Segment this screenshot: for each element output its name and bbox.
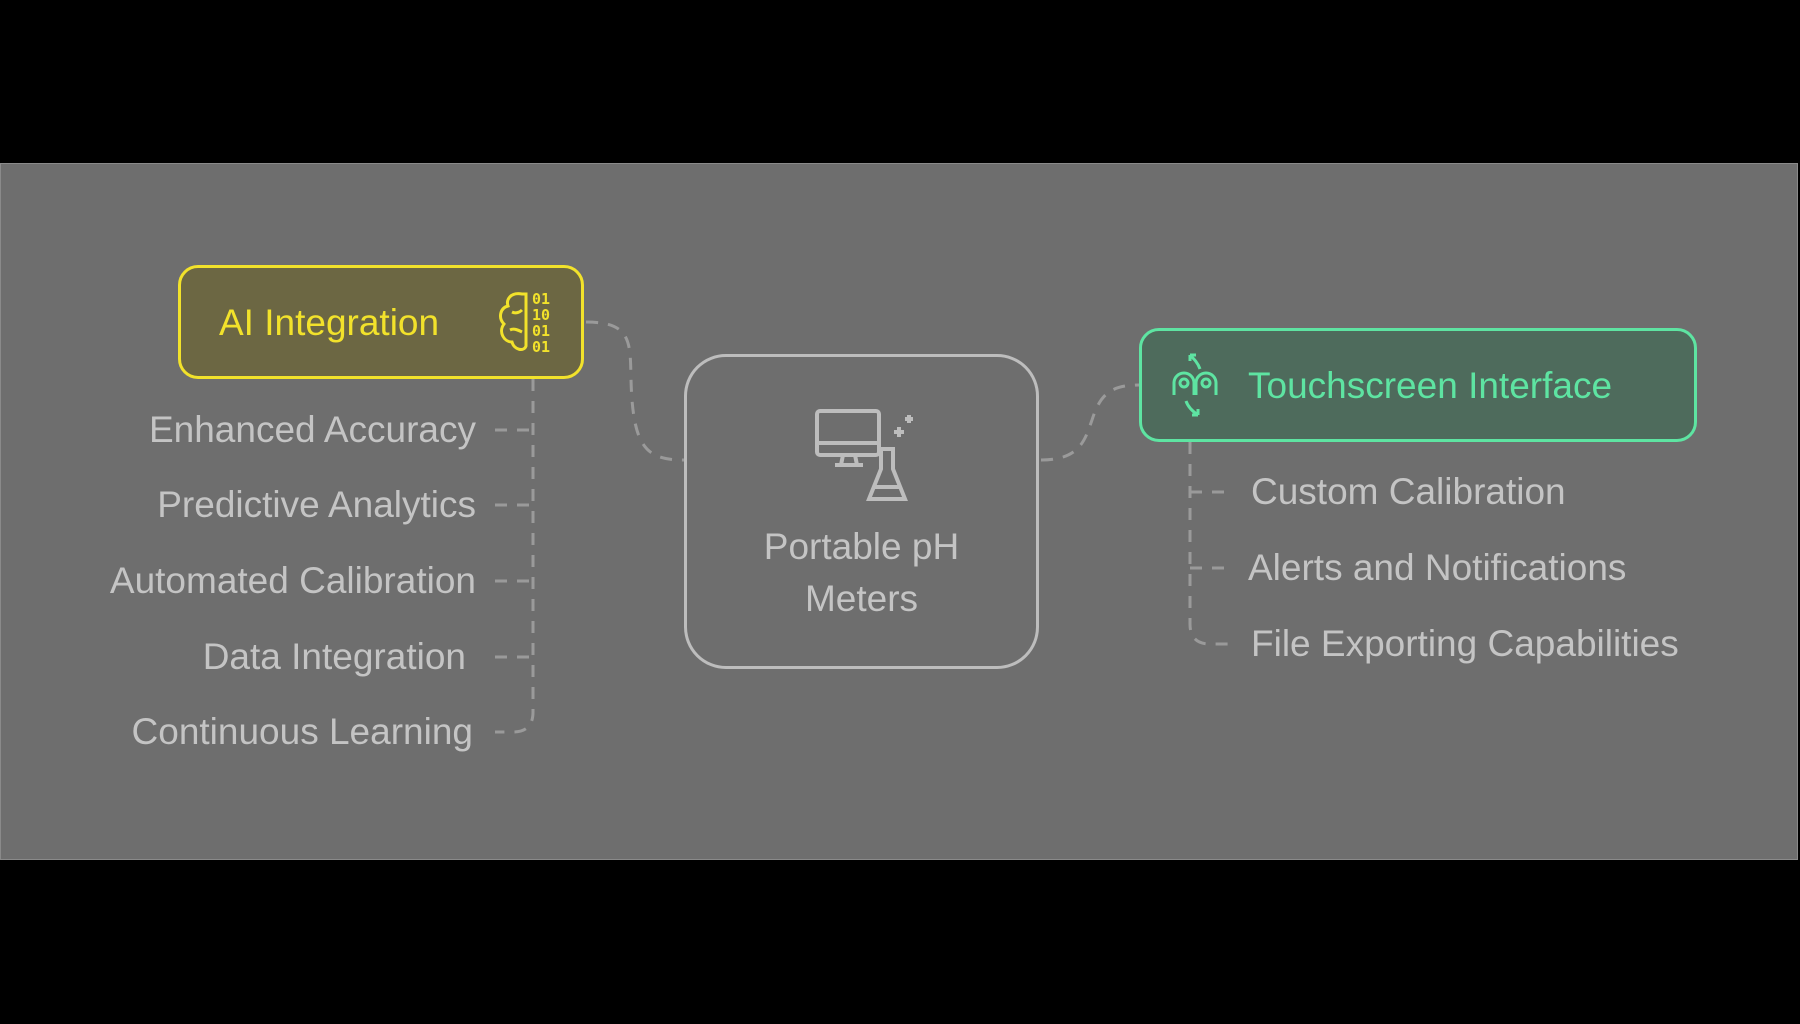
central-title: Portable pH Meters [687, 521, 1036, 625]
ai-item-predictive-analytics[interactable]: Predictive Analytics [157, 484, 476, 525]
touch-item-alerts-notifications[interactable]: Alerts and Notifications [1248, 547, 1627, 588]
branch-title: Touchscreen Interface [1248, 365, 1613, 406]
central-title-line-2: Meters [804, 578, 919, 619]
connector-ai-items [495, 379, 535, 734]
touch-gesture-icon [1172, 353, 1218, 417]
connector-ai-center [585, 320, 685, 462]
connector-center-touch [1040, 383, 1140, 462]
svg-text:01: 01 [532, 290, 550, 308]
ai-item-data-integration[interactable]: Data Integration [202, 636, 466, 677]
touch-item-file-exporting[interactable]: File Exporting Capabilities [1251, 623, 1679, 664]
central-topic[interactable]: Portable pH Meters [684, 354, 1039, 669]
connector-touch-items [1188, 442, 1232, 646]
central-title-line-1: Portable pH [763, 526, 960, 567]
branch-touchscreen-interface[interactable]: Touchscreen Interface [1139, 328, 1697, 442]
svg-text:01: 01 [532, 322, 550, 340]
ai-item-enhanced-accuracy[interactable]: Enhanced Accuracy [148, 409, 476, 450]
computer-flask-icon [815, 409, 913, 501]
ai-item-automated-calibration[interactable]: Automated Calibration [109, 560, 476, 601]
svg-text:10: 10 [532, 306, 550, 324]
svg-text:01: 01 [532, 338, 550, 356]
branch-title: AI Integration [219, 302, 440, 343]
ai-item-continuous-learning[interactable]: Continuous Learning [131, 711, 473, 752]
touch-item-custom-calibration[interactable]: Custom Calibration [1251, 471, 1566, 512]
